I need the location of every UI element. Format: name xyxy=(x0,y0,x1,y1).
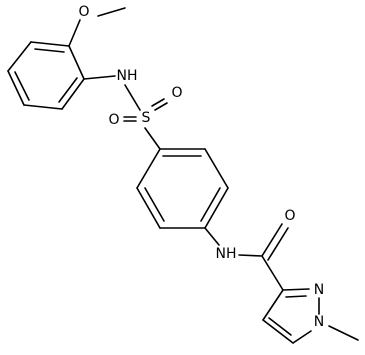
atom-methoxy-o: O xyxy=(78,4,89,20)
bond-c-pyrazole xyxy=(261,255,284,291)
bond-s-ring xyxy=(144,127,161,150)
bond-ring-nh xyxy=(204,227,220,246)
bond-aryl-nh xyxy=(83,75,116,80)
atom-sulfonyl-o-left: O xyxy=(108,112,119,128)
bond-n-methyl xyxy=(328,325,359,341)
atom-pyrazole-n2: N xyxy=(314,282,324,298)
bond-nh-s xyxy=(124,84,141,111)
atom-pyrazole-n1: N xyxy=(314,314,324,330)
atom-carbonyl-o: O xyxy=(284,208,295,224)
bonds xyxy=(7,7,359,344)
bond-nh-carbonyl xyxy=(238,254,263,257)
methoxyphenyl-ring xyxy=(7,41,85,110)
pyrazole-ring xyxy=(262,288,320,344)
bond-methyl-o xyxy=(97,7,126,17)
atom-sulfonyl-o-right: O xyxy=(171,85,182,101)
bond-c-o xyxy=(261,223,283,257)
atom-nh-amide: NH xyxy=(216,246,237,262)
atom-nh-sulfonamide: NH xyxy=(117,68,138,84)
atom-labels: O NH S O O NH O N N xyxy=(78,4,324,330)
atom-sulfur: S xyxy=(142,110,151,126)
phenylene-ring xyxy=(136,148,229,229)
bond-o-aryl xyxy=(68,19,81,47)
bond-s-o-right xyxy=(151,98,165,107)
